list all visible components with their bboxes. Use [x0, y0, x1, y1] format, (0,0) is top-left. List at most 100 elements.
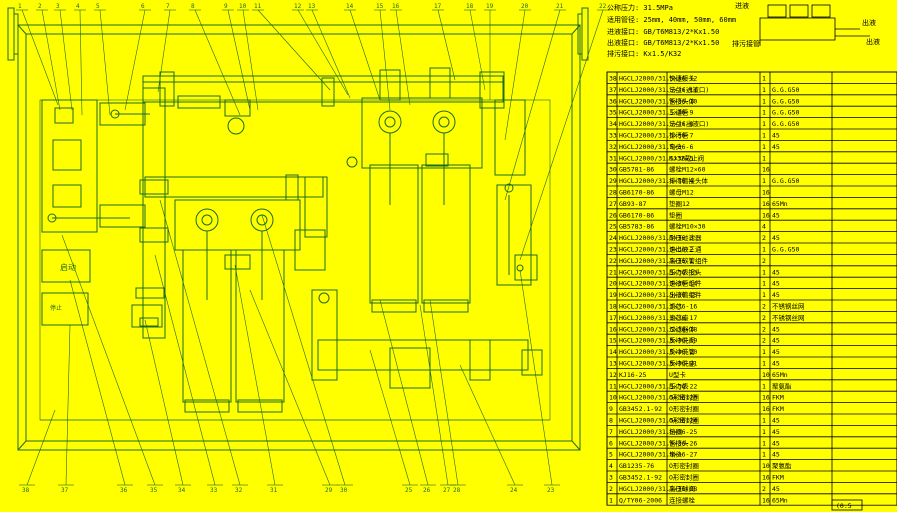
bom-cell: 堵头: [669, 450, 683, 459]
bom-cell: G.G.G50: [772, 86, 799, 94]
bom-cell: GB6170-86: [619, 189, 654, 197]
bom-cell: 34: [609, 120, 617, 128]
bom-cell: HGCLJ2000/31.5×36-21: [619, 360, 697, 368]
bom-cell: 27: [609, 200, 617, 208]
panel-label-start: 启动: [60, 262, 76, 272]
bom-cell: 16: [762, 200, 770, 208]
bom-cell: 1: [762, 268, 766, 276]
bom-cell: 5: [609, 451, 613, 459]
bom-cell: 压力表: [669, 381, 689, 390]
bom-cell: 4: [609, 462, 613, 470]
bom-cell: FKM: [772, 474, 784, 482]
bom-cell: 过滤器体: [669, 324, 696, 333]
bom-cell: GB5781-86: [619, 166, 654, 174]
bom-cell: 36: [609, 97, 617, 105]
bom-cell: 14: [609, 348, 617, 356]
bom-cell: 不锈钢丝网: [772, 313, 805, 322]
svg-text:(0.5: (0.5: [836, 502, 852, 510]
bom-cell: 31: [609, 154, 617, 162]
callout-top: 15: [376, 3, 384, 10]
note-outlet: 出液接口: GB/T6M813/2*Kx1.50: [607, 38, 719, 47]
bom-cell: HGCLJ2000/31.5×36-17: [619, 314, 697, 322]
callout-top: 8: [191, 3, 195, 10]
bom-cell: 45: [772, 360, 780, 368]
bom-cell: G.G.G50: [772, 246, 799, 254]
bom-cell: 45: [772, 280, 780, 288]
bom-cell: 16: [762, 405, 770, 413]
bom-cell: 26: [609, 211, 617, 219]
panel-label-stop: 停止: [50, 304, 62, 312]
bom-cell: 65Mn: [772, 200, 788, 208]
bom-cell: G.G.G50: [772, 177, 799, 185]
callout-top: 2: [38, 3, 42, 10]
callout-top: 22: [599, 3, 607, 10]
bom-cell: 法兰(进液口): [669, 85, 709, 94]
bom-cell: 连接螺栓: [669, 495, 696, 504]
bom-cell: 排污管接头体: [669, 176, 709, 185]
bom-cell: 20: [609, 280, 617, 288]
bom-cell: 45: [772, 417, 780, 425]
callout-top: 14: [346, 3, 354, 10]
bom-cell: 16: [762, 166, 770, 174]
callout-top: 6: [141, 3, 145, 10]
bom-cell: 16: [762, 474, 770, 482]
bom-cell: 1: [762, 280, 766, 288]
callout-bottom: 33: [210, 487, 218, 494]
callout-bottom: 32: [235, 487, 243, 494]
bom-cell: 进液管组件: [669, 279, 702, 288]
bom-cell: HGCLJ2000/31.5×36-1: [619, 257, 693, 265]
bom-cell: 18: [609, 303, 617, 311]
bom-cell: HGCLJ2000/31.5×36-19: [619, 337, 697, 345]
bom-cell: 1: [762, 97, 766, 105]
bom-cell: 压力表接头: [669, 267, 702, 276]
bom-cell: O形密封圈: [669, 473, 699, 482]
callout-top: 13: [308, 3, 316, 10]
bom-cell: FKM: [772, 394, 784, 402]
bom-cell: 1: [762, 428, 766, 436]
callout-top: 17: [434, 3, 442, 10]
bom-cell: 45: [772, 325, 780, 333]
bom-cell: 聚氨酯: [772, 461, 792, 470]
callout-top: 9: [224, 3, 228, 10]
bom-cell: 1: [762, 120, 766, 128]
bom-cell: 1: [762, 360, 766, 368]
bom-cell: 45: [772, 348, 780, 356]
bom-cell: HGCLJ2000/31.5×36-6: [619, 143, 693, 151]
bom-cell: HGCLJ2000/31.5×36-4: [619, 177, 693, 185]
bom-cell: 耐压过滤器: [669, 233, 702, 242]
bom-cell: 17: [609, 314, 617, 322]
bom-cell: G.G.G50: [772, 120, 799, 128]
bom-cell: 16: [762, 211, 770, 219]
outer-frame: [7, 7, 589, 451]
note-pressure: 公称压力: 31.5MPa: [607, 3, 673, 12]
bom-cell: 29: [609, 177, 617, 185]
callout-top: 16: [392, 3, 400, 10]
bom-cell: HGCLJ2000/31.5×36-26: [619, 439, 697, 447]
mini-label-bottom: 排污接管: [732, 39, 760, 48]
bom-cell: FKM: [772, 405, 784, 413]
bom-cell: 1: [762, 348, 766, 356]
bom-cell: 28: [609, 189, 617, 197]
note-sizes: 适用管径: 25mm, 40mm, 50mm, 60mm: [607, 15, 736, 24]
bom-cell: 2: [762, 314, 766, 322]
callout-top: 7: [166, 3, 170, 10]
bom-cell: 6: [609, 439, 613, 447]
bom-cell: 1: [762, 154, 766, 162]
callout-bottom: 35: [150, 487, 158, 494]
bom-cell: 1: [762, 86, 766, 94]
title-block: (0.5: [831, 499, 863, 511]
